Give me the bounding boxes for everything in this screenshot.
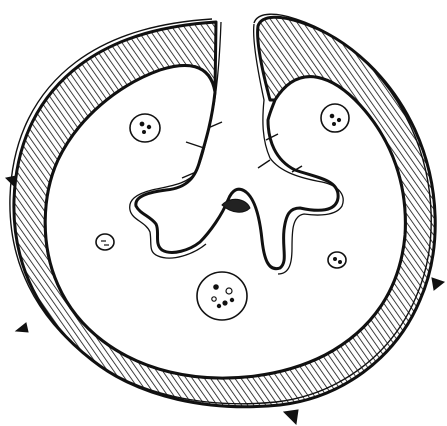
spine-left-lower xyxy=(16,323,28,332)
cell-lower-center xyxy=(197,272,247,320)
inner-lobed-cavity xyxy=(45,65,405,378)
spine-right xyxy=(432,278,444,290)
cell-right xyxy=(328,252,346,268)
spine-bottom xyxy=(284,410,298,424)
cell-upper-right xyxy=(321,104,349,132)
cell-upper-left xyxy=(130,114,160,142)
cell-left xyxy=(96,234,114,250)
